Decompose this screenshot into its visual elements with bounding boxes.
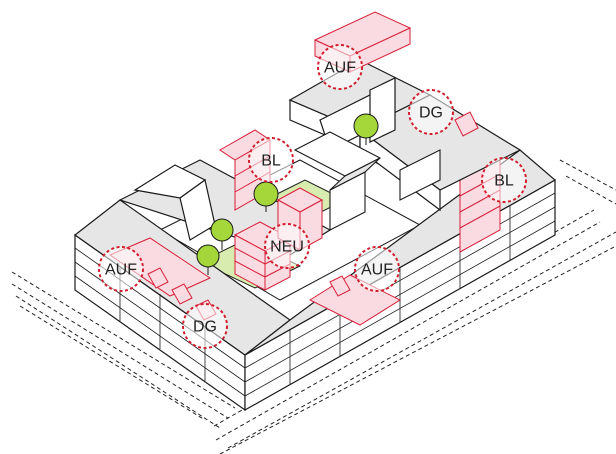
label-dg-right: DG <box>419 105 443 122</box>
label-auf-center: AUF <box>361 262 393 279</box>
marker-circles <box>98 44 527 349</box>
label-bl-center: BL <box>261 153 281 170</box>
marker-dg-right <box>408 89 454 135</box>
marker-neu <box>264 223 310 269</box>
label-neu: NEU <box>270 239 304 256</box>
marker-auf-left <box>98 246 144 292</box>
tree-icon <box>353 113 379 145</box>
tree-icon <box>196 244 220 275</box>
label-auf-top: AUF <box>324 60 356 77</box>
auf-center-rooftop <box>308 274 402 326</box>
label-auf-left: AUF <box>105 262 137 279</box>
marker-auf-top <box>317 44 363 90</box>
marker-bl-right <box>481 157 527 203</box>
label-dg-left: DG <box>193 319 217 336</box>
trees <box>196 113 379 275</box>
marker-bl-center <box>248 137 294 183</box>
marker-auf-center <box>354 246 400 292</box>
inner-buildings <box>293 131 441 231</box>
label-bl-right: BL <box>494 173 514 190</box>
dg-right-dormer <box>454 111 479 137</box>
marker-dg-left <box>182 303 228 349</box>
tree-icon <box>210 218 234 250</box>
labels: AUF DG BL BL NEU AUF AUF DG <box>105 60 514 336</box>
